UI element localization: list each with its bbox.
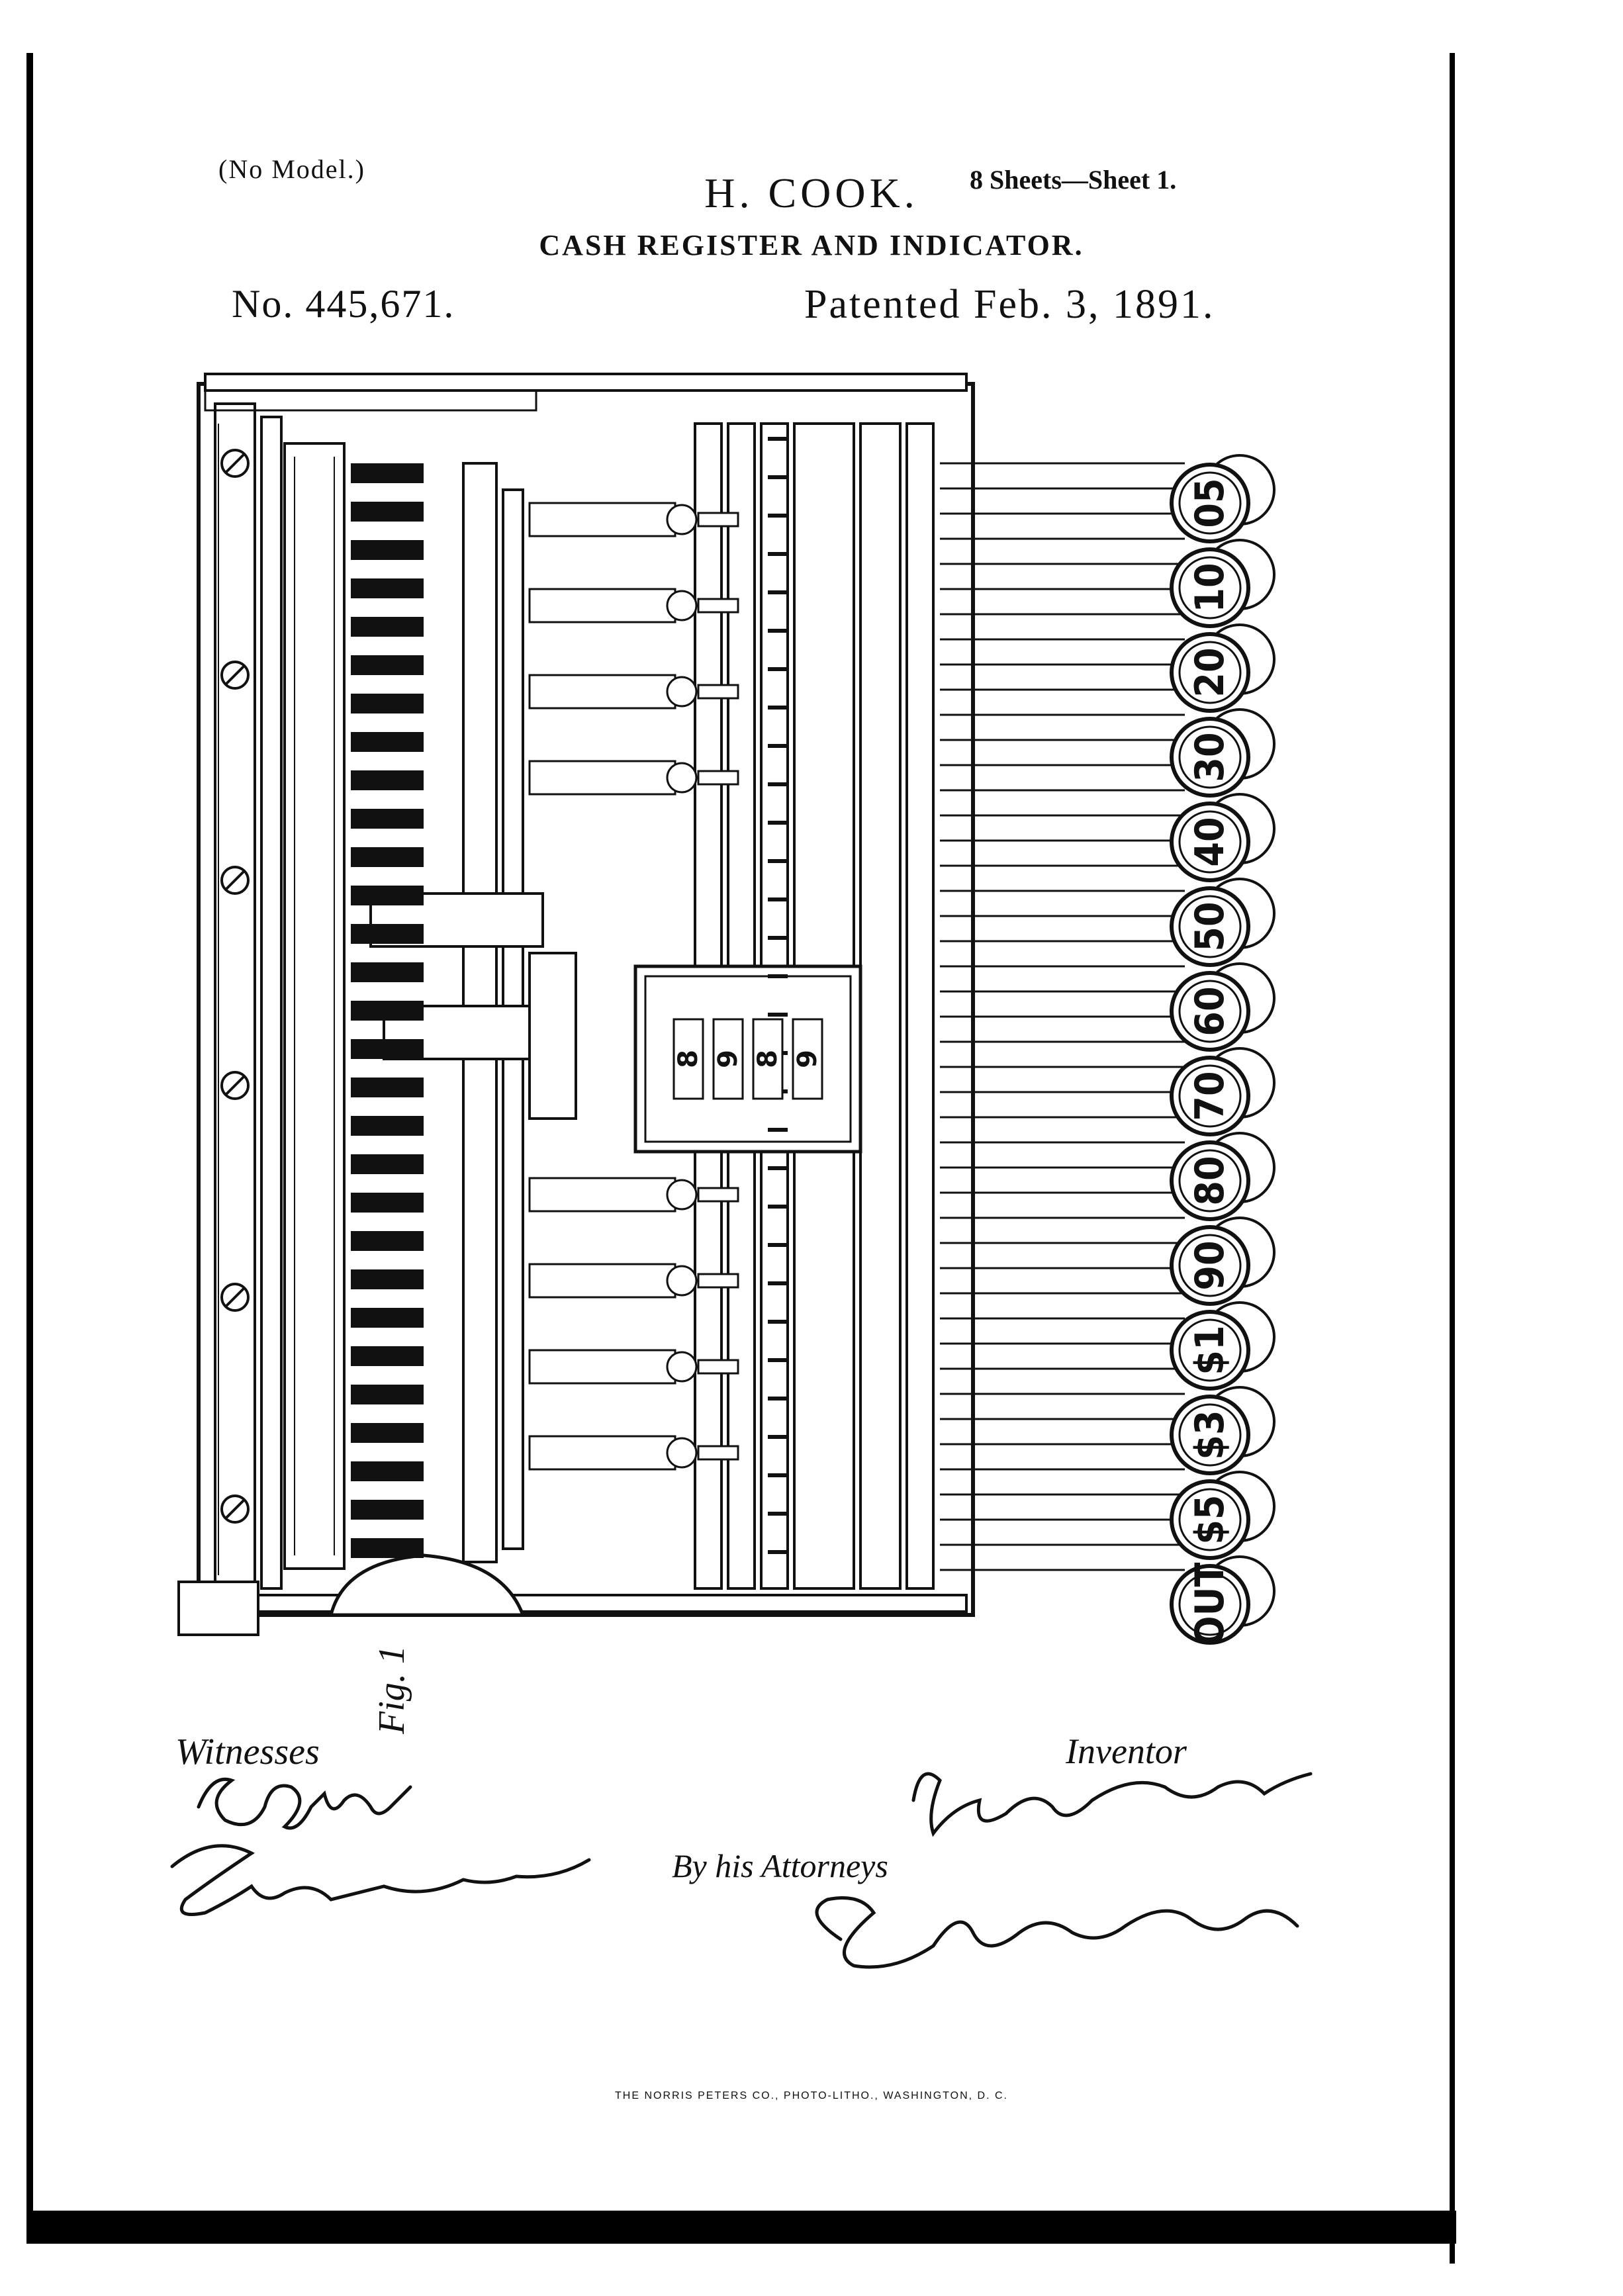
key-label: 30: [1187, 732, 1233, 782]
key-cap: [1170, 971, 1250, 1052]
key-cap: [1170, 1479, 1250, 1560]
key-label: 50: [1187, 901, 1233, 951]
key-label: 10: [1187, 563, 1233, 612]
printer-credit: THE NORRIS PETERS CO., PHOTO-LITHO., WAS…: [615, 2090, 1008, 2101]
key-cap: [1170, 1395, 1250, 1475]
key-label: 90: [1187, 1240, 1233, 1290]
witnesses-label: Witnesses: [175, 1731, 320, 1772]
wheel-digit: 9: [713, 1050, 743, 1068]
key-label: $3: [1187, 1410, 1233, 1459]
left-border-rule: [26, 53, 33, 2244]
patent-number: No. 445,671.: [232, 282, 455, 326]
no-model-note: (No Model.): [218, 154, 365, 184]
key-cap: [1170, 1140, 1250, 1221]
inventor-name-heading: H. COOK.: [704, 169, 919, 216]
bottom-scan-band: [26, 2211, 1456, 2244]
key-label: 60: [1187, 986, 1233, 1036]
key-label: OUT: [1187, 1563, 1233, 1647]
wheel-digit: 8: [673, 1050, 704, 1068]
key-label: 05: [1187, 478, 1233, 528]
inventor-label: Inventor: [1066, 1731, 1187, 1771]
wheel-digit: 9: [792, 1050, 823, 1068]
key-label: 20: [1187, 647, 1233, 697]
key-label: 80: [1187, 1156, 1233, 1205]
key-cap: [1170, 547, 1250, 628]
key-cap: [1170, 886, 1250, 967]
key-cap: [1170, 1056, 1250, 1136]
frame-screws: [220, 449, 250, 1524]
key-levers: [528, 462, 1185, 1571]
key-cap: [1170, 632, 1250, 713]
key-cap: [1170, 802, 1250, 882]
patent-date: Patented Feb. 3, 1891.: [804, 282, 1215, 327]
wheel-digit: 8: [753, 1050, 783, 1068]
key-cap: [1170, 1564, 1250, 1645]
right-border-rule: [1450, 53, 1455, 2264]
key-label: 70: [1187, 1071, 1233, 1121]
key-cap: [1170, 717, 1250, 798]
attorneys-label: By his Attorneys: [672, 1847, 888, 1884]
key-cap: [1170, 463, 1250, 543]
key-label: 40: [1187, 817, 1233, 866]
rack-teeth: [351, 437, 788, 1558]
patent-title: CASH REGISTER AND INDICATOR.: [539, 229, 1084, 261]
key-label: $1: [1187, 1325, 1233, 1375]
figure-label: Fig. 1: [371, 1645, 412, 1734]
key-cap: [1170, 1225, 1250, 1306]
key-cap: [1170, 1310, 1250, 1391]
key-label: $5: [1187, 1494, 1233, 1544]
sheet-count: 8 Sheets—Sheet 1.: [970, 165, 1177, 195]
